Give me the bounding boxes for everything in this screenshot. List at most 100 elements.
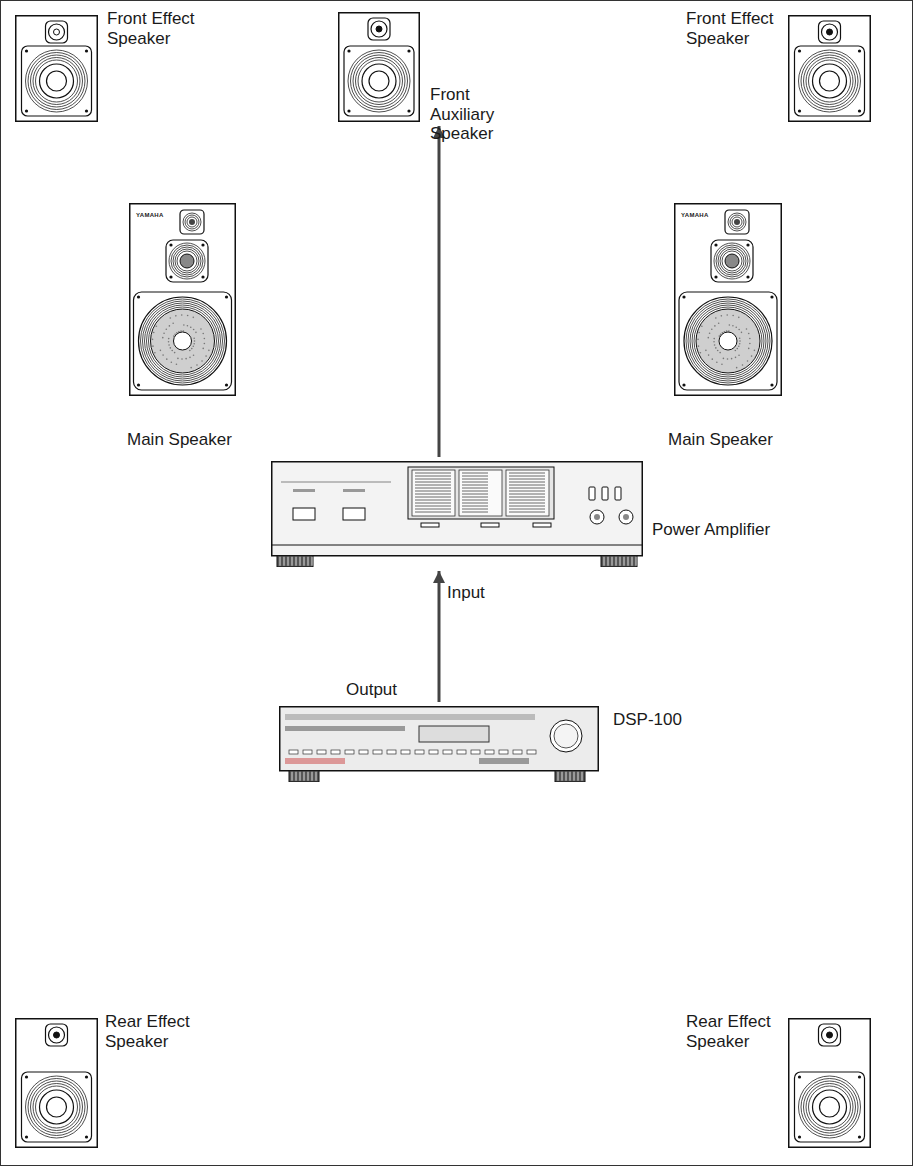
drawing-part	[809, 60, 851, 102]
drawing-part	[509, 509, 545, 510]
drawing-part	[137, 383, 140, 386]
drawing-part	[312, 557, 313, 566]
drawing-part	[620, 557, 621, 566]
drawing-part	[16, 16, 98, 122]
drawing-part	[594, 514, 600, 520]
drawing-part	[754, 350, 756, 352]
drawing-part	[130, 204, 236, 396]
drawing-part	[698, 345, 700, 347]
drawing-part	[153, 332, 155, 334]
drawing-part	[300, 772, 301, 781]
effect-speaker-drawing	[788, 15, 871, 122]
drawing-part	[285, 758, 345, 764]
drawing-part	[729, 324, 731, 326]
drawing-part	[789, 16, 871, 122]
drawing-part	[712, 358, 714, 360]
drawing-part	[172, 323, 174, 325]
drawing-part	[713, 338, 715, 340]
drawing-part	[698, 332, 700, 334]
drawing-part	[798, 1135, 801, 1138]
drawing-part	[143, 301, 223, 381]
drawing-part	[499, 750, 508, 754]
drawing-part	[732, 315, 734, 317]
drawing-part	[304, 772, 305, 781]
signal-arrow	[438, 126, 441, 457]
drawing-part	[415, 500, 451, 501]
drawing-part	[715, 347, 717, 349]
drawing-part	[462, 503, 488, 504]
effect-speaker: Rear Effect Speaker	[15, 1018, 98, 1148]
drawing-part	[509, 503, 545, 504]
drawing-part	[192, 345, 194, 347]
main-speaker: Main Speaker	[129, 203, 236, 396]
drawing-part	[46, 21, 68, 43]
drawing-part	[723, 358, 725, 360]
drawing-part	[590, 510, 604, 524]
drawing-part	[362, 64, 396, 98]
auxiliary-speaker-drawing	[338, 12, 420, 122]
drawing-part	[277, 556, 313, 567]
drawing-part	[415, 485, 451, 486]
drawing-part	[177, 358, 179, 360]
drawing-part	[22, 46, 92, 116]
drawing-part	[749, 338, 751, 340]
drawing-part	[747, 360, 749, 362]
drawing-part	[566, 772, 567, 781]
drawing-part	[509, 500, 545, 501]
drawing-part	[578, 772, 579, 781]
drawing-part	[721, 363, 723, 365]
drawing-part	[201, 360, 203, 362]
drawing-part	[175, 315, 177, 317]
drawing-part	[509, 482, 545, 483]
port-label: Output	[346, 680, 397, 700]
drawing-part	[189, 357, 191, 359]
drawing-part	[801, 1079, 858, 1136]
drawing-part	[152, 339, 154, 341]
drawing-part	[684, 297, 772, 385]
drawing-part	[827, 1032, 833, 1038]
drawing-part	[85, 1075, 88, 1078]
drawing-part	[183, 213, 201, 231]
drawing-part	[204, 338, 206, 340]
drawing-part	[415, 488, 451, 489]
drawing-part	[280, 707, 599, 782]
drawing-part	[604, 557, 605, 566]
drawing-part	[718, 247, 746, 275]
drawing-part	[574, 772, 575, 781]
drawing-part	[373, 750, 382, 754]
drawing-part	[28, 53, 85, 110]
drawing-part	[176, 363, 178, 365]
drawing-part	[858, 1075, 861, 1078]
drawing-part	[293, 489, 315, 492]
drawing-part	[171, 350, 173, 352]
drawing-part	[196, 364, 198, 366]
drawing-part	[421, 523, 439, 527]
drawing-part	[749, 343, 751, 345]
drawing-part	[462, 506, 488, 507]
drawing-part	[746, 243, 749, 246]
drawing-part	[180, 210, 204, 234]
drawing-part	[735, 350, 737, 352]
drawing-part	[145, 303, 221, 379]
drawing-part	[316, 772, 317, 781]
drawing-part	[415, 503, 451, 504]
drawing-part	[303, 750, 312, 754]
drawing-part	[401, 750, 410, 754]
drawing-part	[415, 506, 451, 507]
drawing-part	[682, 383, 685, 386]
drawing-part	[415, 509, 451, 510]
drawing-part	[369, 71, 389, 91]
drawing-part	[717, 350, 719, 352]
drawing-part	[47, 71, 67, 91]
drawing-part	[419, 726, 489, 742]
drawing-part	[714, 243, 750, 279]
drawing-part	[813, 64, 847, 98]
port-label: Input	[447, 583, 485, 603]
drawing-part	[16, 16, 98, 122]
drawing-part	[174, 332, 192, 350]
drawing-part	[738, 317, 740, 319]
drawing-part	[615, 487, 621, 500]
drawing-part	[152, 345, 154, 347]
drawing-part	[280, 707, 599, 771]
drawing-part	[28, 1079, 85, 1136]
